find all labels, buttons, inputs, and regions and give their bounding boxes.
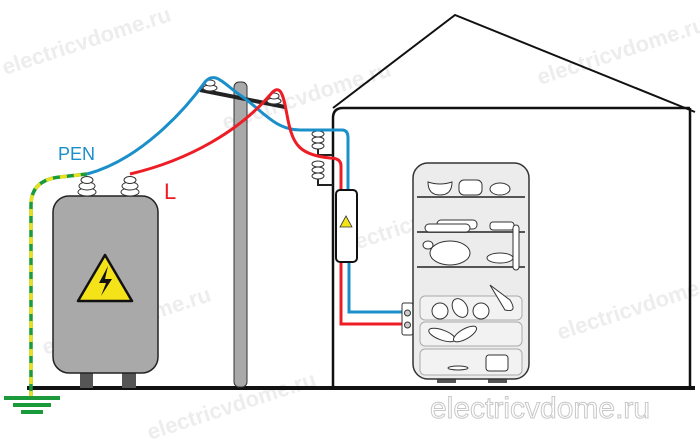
house bbox=[331, 13, 696, 388]
earth-conductor bbox=[29, 172, 88, 398]
pen-wire bbox=[86, 76, 407, 314]
utility-pole bbox=[199, 79, 286, 388]
bushing-line bbox=[120, 176, 140, 197]
warning-high-voltage-icon bbox=[76, 253, 134, 303]
transformer bbox=[52, 176, 159, 388]
power-socket bbox=[401, 302, 414, 336]
line-label: L bbox=[164, 179, 176, 204]
fuse-box bbox=[335, 189, 358, 263]
warning-icon bbox=[339, 215, 353, 228]
line-wire bbox=[129, 88, 407, 326]
pen-label: PEN bbox=[58, 144, 95, 164]
wall-insulators bbox=[311, 130, 333, 186]
refrigerator bbox=[412, 162, 530, 383]
watermark-main: electricvdome.ru bbox=[430, 392, 650, 425]
watermark: electricvdome.ru bbox=[0, 2, 174, 80]
food-items bbox=[422, 179, 520, 372]
watermark: electricvdome.ru bbox=[534, 12, 700, 90]
watermark: electricvdome.ru bbox=[144, 367, 319, 441]
bushing-pen bbox=[77, 176, 97, 197]
ground-symbol-icon bbox=[4, 396, 60, 414]
watermark: electricvdome.ru bbox=[554, 267, 700, 345]
